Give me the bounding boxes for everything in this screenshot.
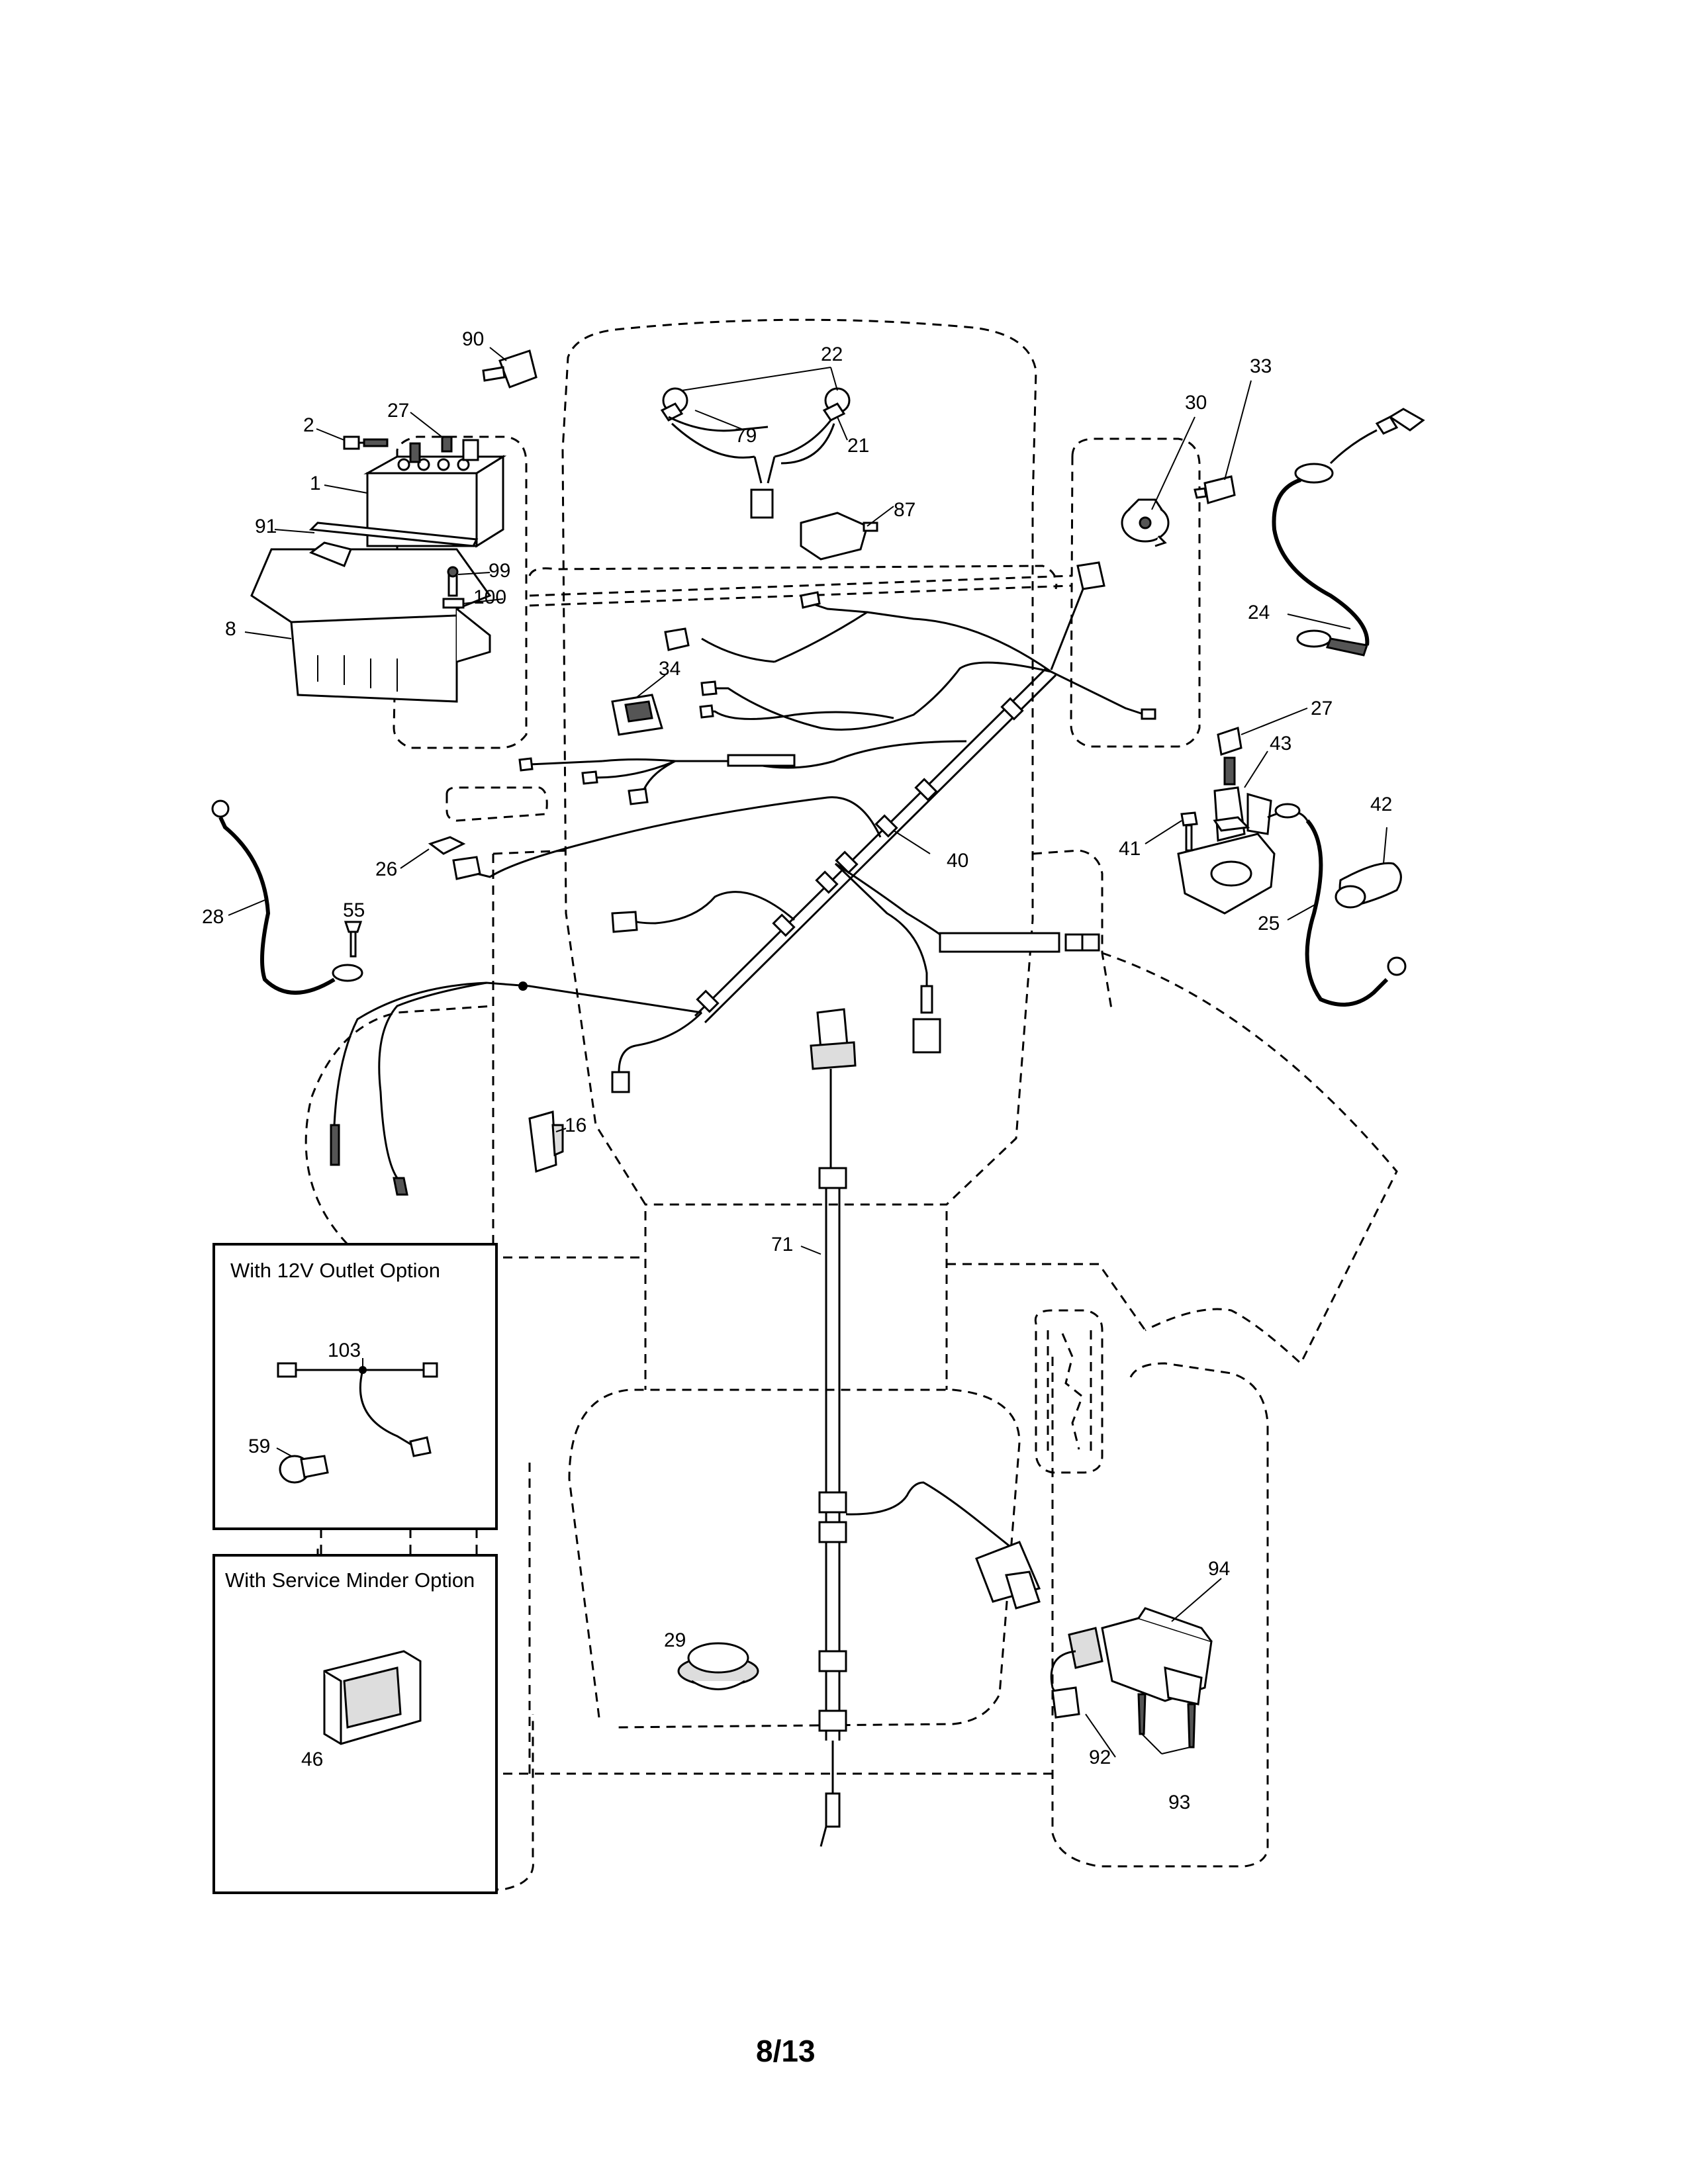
leader-lines (228, 347, 1387, 1758)
part-16-relay (528, 1111, 564, 1173)
callout-16: 16 (565, 1115, 586, 1136)
callout-2: 2 (303, 414, 314, 436)
page-number: 8/13 (756, 2034, 816, 2068)
callout-103: 103 (328, 1340, 361, 1361)
callout-79: 79 (735, 425, 757, 447)
part-25-cable (1305, 819, 1407, 1007)
callout-92: 92 (1089, 1747, 1111, 1768)
minder-option-box: With Service Minder Option (212, 1554, 498, 1894)
part-90-connector (482, 349, 538, 388)
part-43-solenoid (1177, 727, 1309, 915)
callout-91: 91 (255, 516, 277, 537)
part-34-switch (611, 694, 663, 736)
part-24-cable (1272, 408, 1425, 657)
callout-1: 1 (310, 473, 321, 494)
callout-27-right: 27 (1311, 698, 1333, 719)
callout-100: 100 (473, 586, 506, 608)
callout-labels: 90 22 33 2 27 79 21 30 1 87 91 99 100 24… (202, 328, 1392, 1813)
callout-59: 59 (248, 1435, 270, 1457)
part-30-ignition-switch (1121, 498, 1170, 547)
callout-46: 46 (301, 1749, 323, 1770)
main-harness-40 (330, 561, 1156, 1196)
callout-33: 33 (1250, 355, 1272, 377)
callout-24: 24 (1248, 602, 1270, 623)
callout-8: 8 (225, 618, 236, 640)
part-94-module (1050, 1607, 1213, 1749)
callout-42: 42 (1370, 794, 1392, 815)
callout-28: 28 (202, 906, 224, 928)
callout-87: 87 (894, 499, 915, 521)
outlet-option-title: With 12V Outlet Option (230, 1259, 440, 1282)
part-42-boot (1335, 862, 1402, 909)
callout-55: 55 (343, 899, 365, 921)
callout-71: 71 (771, 1234, 793, 1255)
callout-40: 40 (947, 850, 968, 872)
callout-99: 99 (489, 560, 510, 582)
callout-22: 22 (821, 343, 843, 365)
callout-93: 93 (1168, 1792, 1190, 1813)
callout-26: 26 (375, 858, 397, 880)
callout-29: 29 (664, 1629, 686, 1651)
minder-option-title: With Service Minder Option (225, 1569, 475, 1592)
callout-21: 21 (847, 435, 869, 457)
callout-25: 25 (1258, 913, 1280, 934)
battery-assembly (250, 435, 507, 703)
callout-30: 30 (1185, 392, 1207, 414)
harness-71 (810, 1008, 1041, 1847)
callout-27-top: 27 (387, 400, 409, 422)
callout-90: 90 (462, 328, 484, 350)
headlight-harness (660, 387, 851, 519)
part-55-bolt (344, 921, 363, 958)
part-28-cable (211, 799, 363, 995)
callout-34: 34 (659, 658, 680, 680)
outlet-option-box: With 12V Outlet Option (212, 1243, 498, 1530)
callout-43: 43 (1270, 733, 1291, 754)
part-87-relay (800, 512, 878, 561)
callout-41: 41 (1119, 838, 1141, 860)
part-29-plug (677, 1642, 759, 1690)
part-33-key (1194, 475, 1236, 504)
callout-94: 94 (1208, 1558, 1230, 1580)
